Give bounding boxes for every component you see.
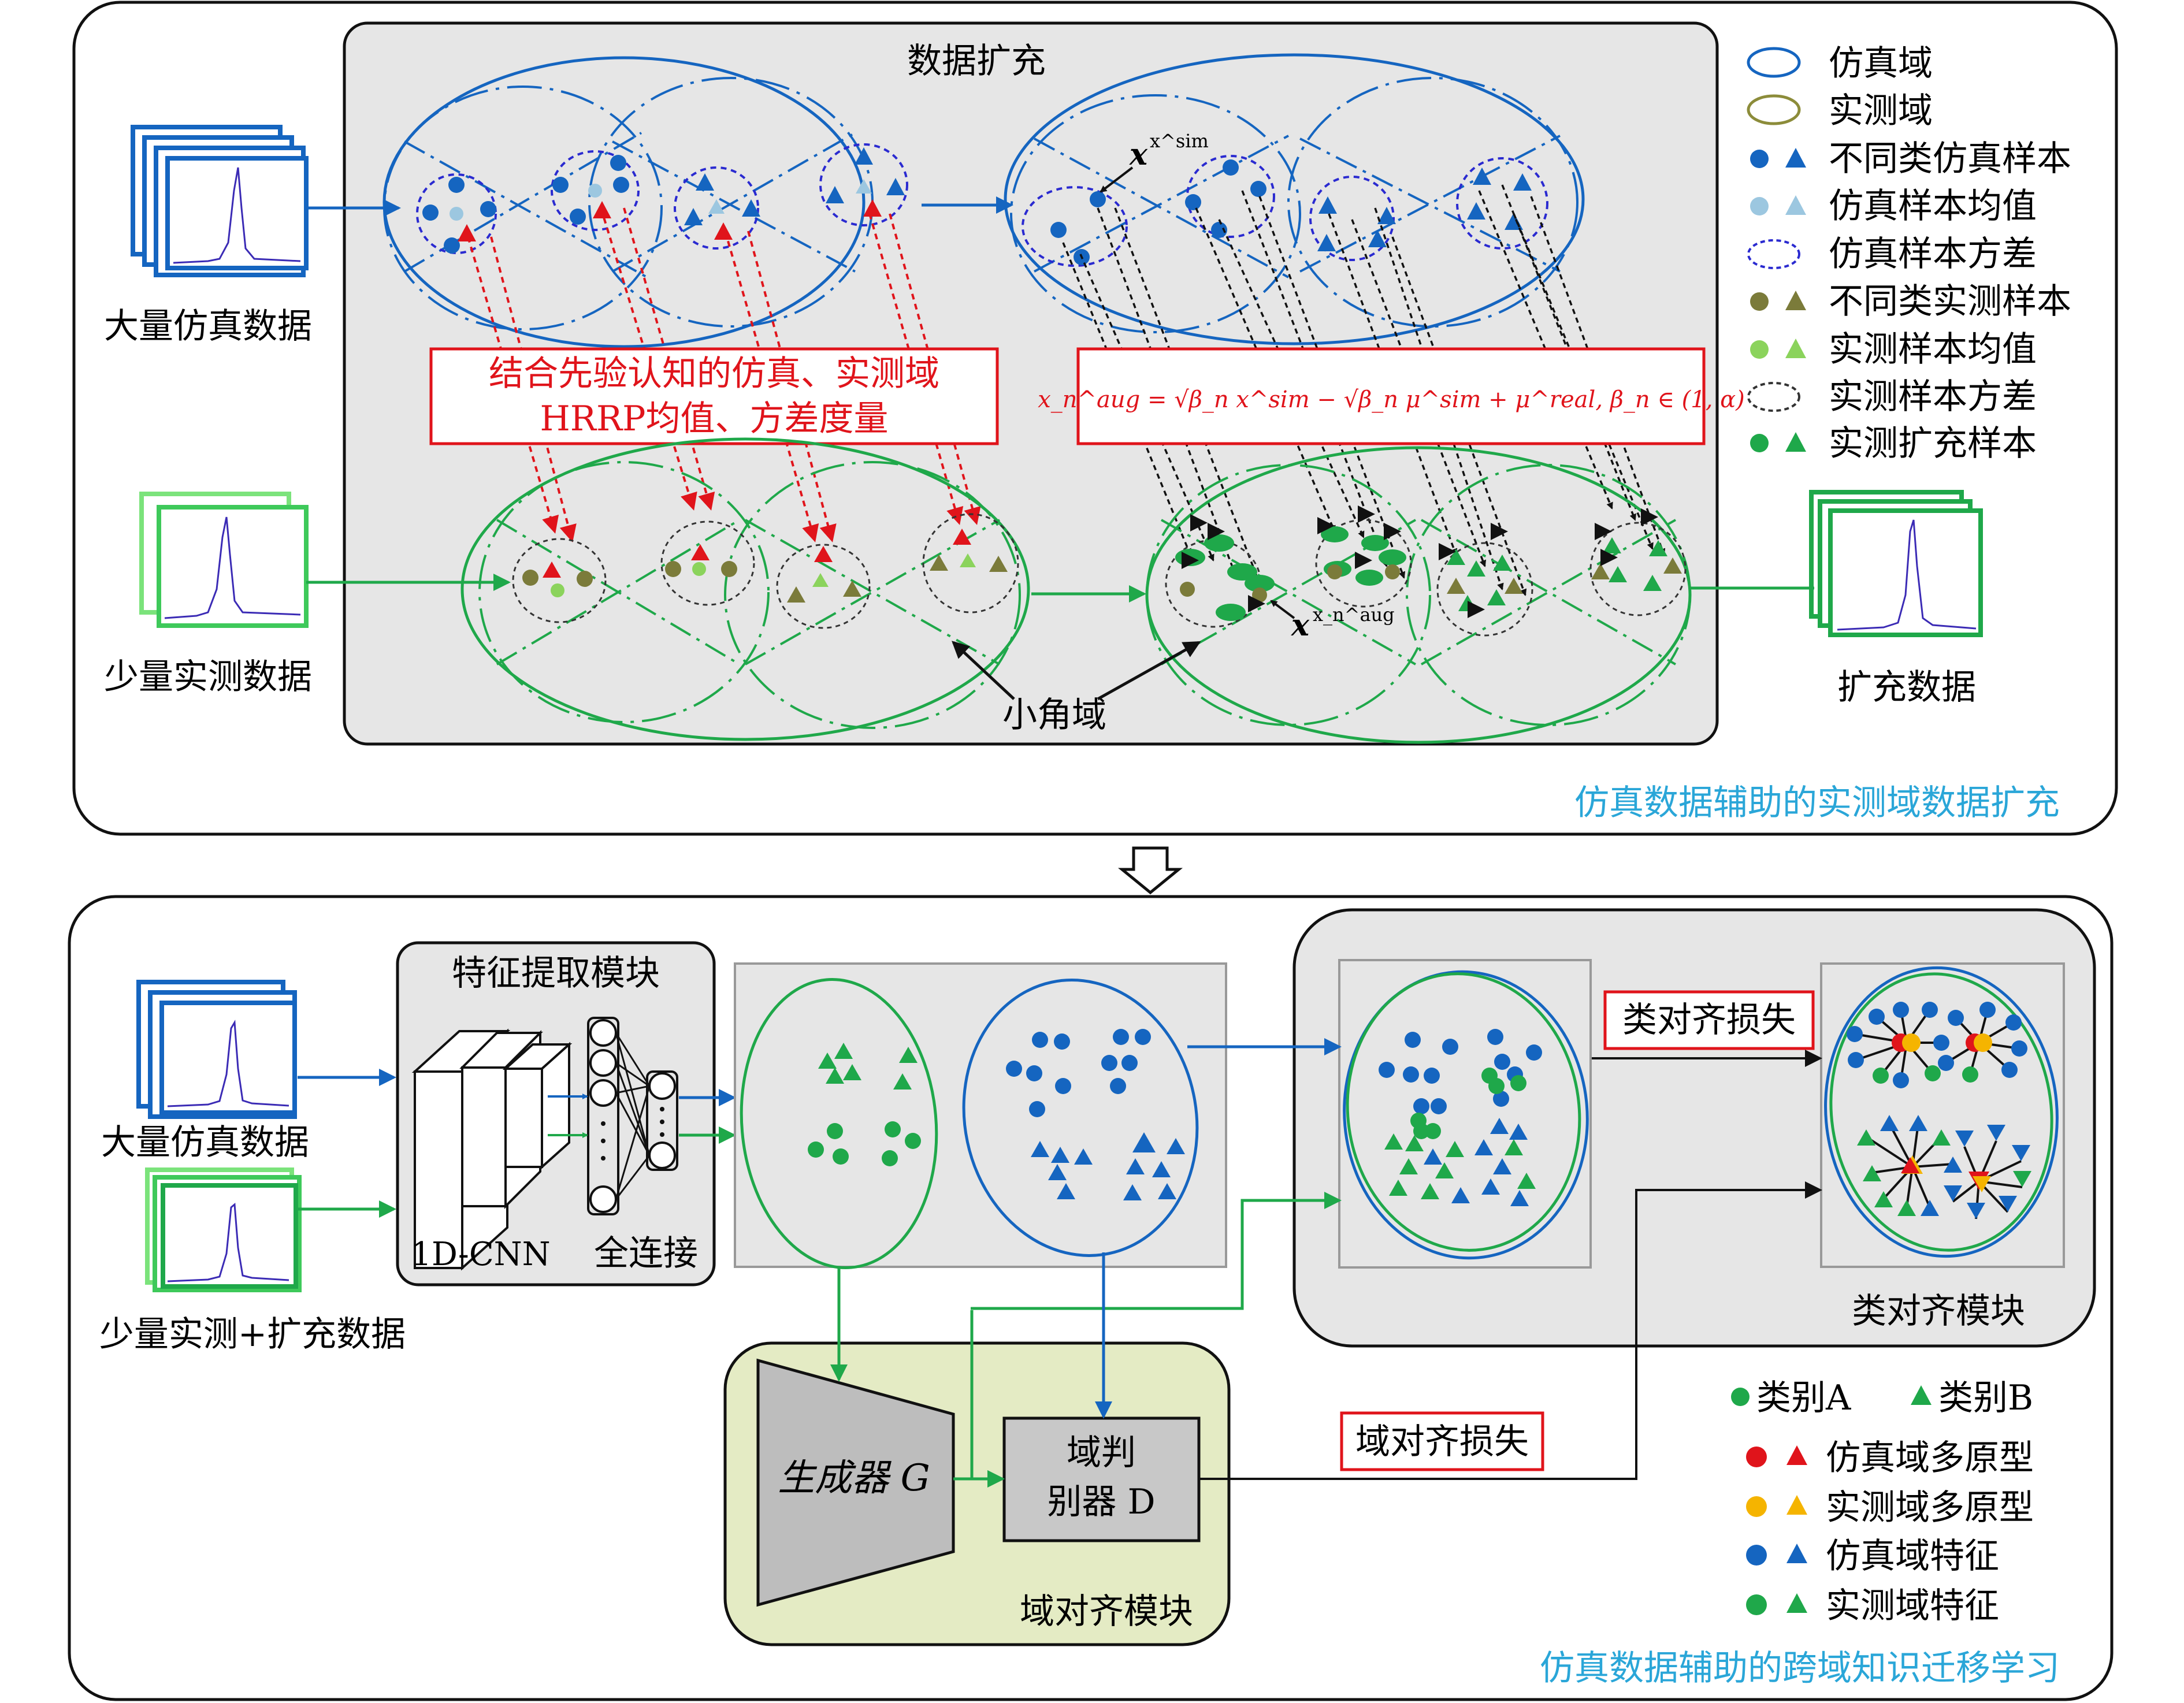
discriminator-line-1: 域判	[1067, 1433, 1136, 1473]
svg-text:x^sim: x^sim	[1150, 130, 1209, 152]
feature-space-box	[734, 962, 1227, 1269]
bottom-legend: 类别A 类别B 仿真域多原型 实测域多原型 仿真域特征 实测域特征	[1731, 1378, 2034, 1626]
feature-extraction-module	[396, 941, 716, 1286]
svg-text:域对齐损失: 域对齐损失	[1355, 1422, 1529, 1462]
domain-module-label: 域对齐模块	[1020, 1592, 1193, 1632]
svg-text:仿真域多原型: 仿真域多原型	[1826, 1438, 2034, 1478]
sim-cluster-3	[674, 166, 760, 250]
cnn-label: 1D-CNN	[411, 1236, 550, 1273]
prior-measure-box: 结合先验认知的仿真、实测域 HRRP均值、方差度量	[429, 347, 999, 445]
bottom-sim-input-label: 大量仿真数据	[101, 1122, 309, 1163]
svg-text:实测样本均值: 实测样本均值	[1829, 329, 2037, 370]
svg-text:x: x	[1129, 137, 1148, 172]
feature-module-title: 特征提取模块	[452, 953, 660, 994]
output-label: 扩充数据	[1837, 667, 1976, 708]
real-input-label: 少量实测数据	[104, 657, 312, 697]
x-aug-label: x x_n^aug	[1270, 600, 1395, 643]
svg-text:仿真样本方差: 仿真样本方差	[1829, 234, 2037, 274]
augmented-data-stack-icon	[1809, 490, 1983, 637]
generator-shape	[756, 1358, 955, 1607]
real-domain-ellipse-right	[1145, 446, 1692, 744]
down-arrow-icon	[1117, 846, 1183, 895]
svg-text:类对齐损失: 类对齐损失	[1622, 1000, 1796, 1040]
bottom-sim-stack-icon	[136, 980, 297, 1119]
svg-text:实测样本方差: 实测样本方差	[1829, 377, 2037, 417]
svg-text:不同类仿真样本: 不同类仿真样本	[1829, 139, 2071, 179]
sim-domain-ellipse-left	[382, 56, 874, 348]
svg-text:HRRP均值、方差度量: HRRP均值、方差度量	[540, 399, 888, 439]
class-align-loss-box: 类对齐损失	[1603, 990, 1815, 1050]
augmentation-formula-box: x_n^aug = √β_n x^sim − √β_n μ^sim + μ^re…	[1038, 347, 1745, 445]
sim-domain-ellipse-right	[1004, 53, 1585, 345]
fc-label: 全连接	[594, 1233, 698, 1274]
svg-text:x: x	[1291, 608, 1310, 643]
generator-label: 生成器 G	[778, 1457, 930, 1500]
svg-text:类别B: 类别B	[1938, 1378, 2033, 1418]
augmentation-area	[343, 21, 1719, 746]
domain-align-loss-box: 域对齐损失	[1340, 1411, 1544, 1471]
top-panel-caption: 仿真数据辅助的实测域数据扩充	[1574, 783, 2060, 823]
discriminator-box	[1002, 1416, 1201, 1542]
class-alignment-module	[1292, 908, 2096, 1348]
class-module-label: 类对齐模块	[1852, 1291, 2025, 1332]
svg-text:x_n^aug: x_n^aug	[1313, 604, 1395, 626]
sim-cluster-4	[819, 143, 908, 226]
svg-text:实测域: 实测域	[1829, 91, 1933, 131]
svg-text:仿真域: 仿真域	[1829, 43, 1933, 84]
sim-cluster-1	[416, 173, 497, 254]
sim-data-stack-icon	[131, 125, 309, 277]
x-sim-label: x x^sim	[1100, 130, 1209, 193]
top-legend: 仿真域 实测域 不同类仿真样本 仿真样本均值 仿真样本方差 不同类实测样本 实测…	[1747, 43, 2071, 464]
svg-text:仿真样本均值: 仿真样本均值	[1829, 186, 2037, 226]
svg-text:实测扩充样本: 实测扩充样本	[1829, 423, 2037, 464]
svg-text:不同类实测样本: 不同类实测样本	[1829, 281, 2071, 322]
bottom-real-stack-icon	[145, 1167, 302, 1292]
bottom-real-input-label: 少量实测+扩充数据	[99, 1314, 406, 1355]
svg-text:实测域多原型: 实测域多原型	[1826, 1488, 2034, 1528]
small-angle-label: 小角域	[1002, 695, 1106, 735]
bottom-panel-caption: 仿真数据辅助的跨域知识迁移学习	[1540, 1648, 2060, 1689]
real-data-stack-icon	[139, 492, 309, 628]
svg-text:类别A: 类别A	[1756, 1378, 1851, 1418]
sim-input-label: 大量仿真数据	[104, 306, 312, 347]
real-domain-ellipse-left	[460, 437, 1030, 741]
svg-text:仿真域特征: 仿真域特征	[1826, 1536, 1999, 1576]
discriminator-line-2: 别器 D	[1047, 1482, 1155, 1522]
augmentation-formula: x_n^aug = √β_n x^sim − √β_n μ^sim + μ^re…	[1038, 386, 1745, 413]
svg-text:实测域特征: 实测域特征	[1826, 1586, 1999, 1626]
aug-title: 数据扩充	[907, 41, 1046, 81]
svg-text:结合先验认知的仿真、实测域: 结合先验认知的仿真、实测域	[489, 354, 939, 394]
